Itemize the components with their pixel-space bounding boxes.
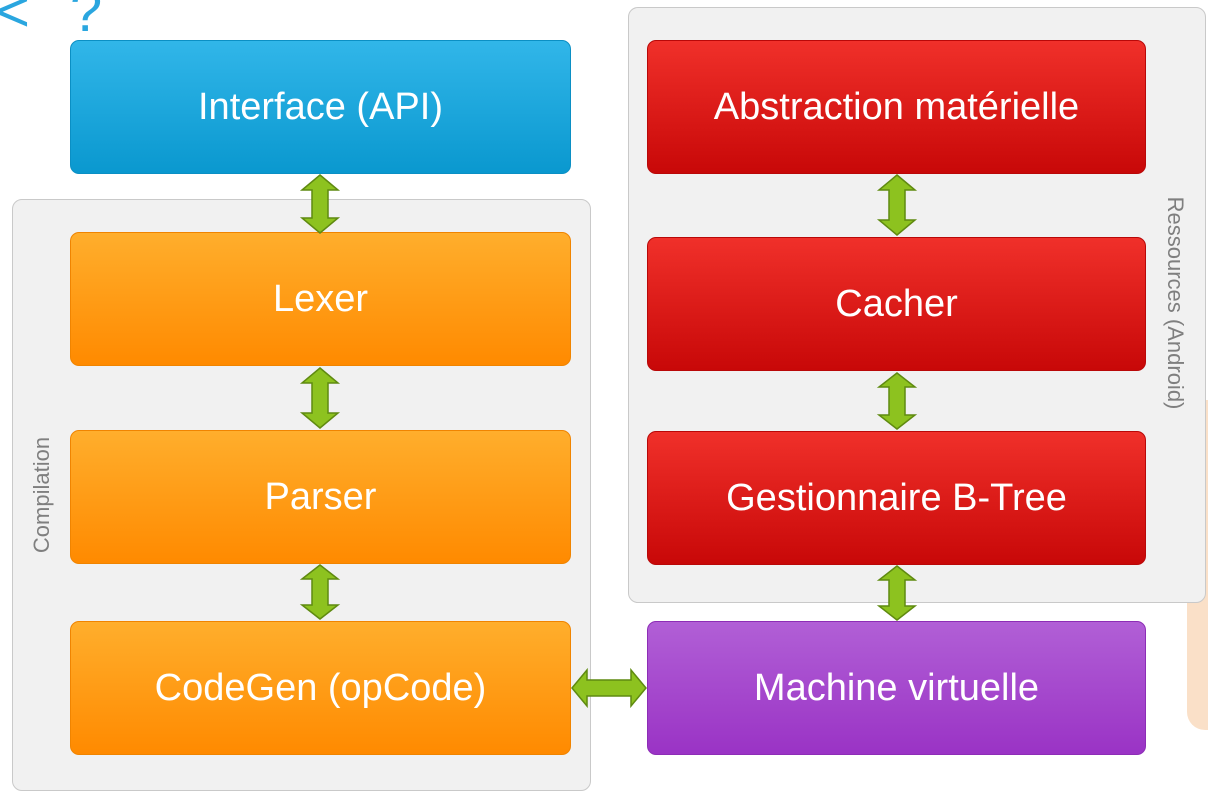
cacher-box: Cacher [647, 237, 1146, 371]
codegen-vm-arrow-icon [571, 667, 647, 709]
btree-vm-arrow-icon [876, 565, 918, 621]
hardware-abstraction-box: Abstraction matérielle [647, 40, 1146, 174]
interface-lexer-arrow-icon [299, 174, 341, 234]
virtual-machine-box: Machine virtuelle [647, 621, 1146, 755]
compilation-group-label: Compilation [29, 436, 54, 554]
btree-manager-box: Gestionnaire B-Tree [647, 431, 1146, 565]
resources-group-label: Ressources (Android) [1163, 196, 1188, 410]
abstraction-cacher-arrow-icon [876, 174, 918, 236]
cropped-heading: < ? [0, 0, 115, 44]
parser-box: Parser [70, 430, 571, 564]
parser-codegen-arrow-icon [299, 564, 341, 620]
cacher-btree-arrow-icon [876, 372, 918, 430]
lexer-box: Lexer [70, 232, 571, 366]
lexer-parser-arrow-icon [299, 367, 341, 429]
interface-api-box: Interface (API) [70, 40, 571, 174]
codegen-box: CodeGen (opCode) [70, 621, 571, 755]
